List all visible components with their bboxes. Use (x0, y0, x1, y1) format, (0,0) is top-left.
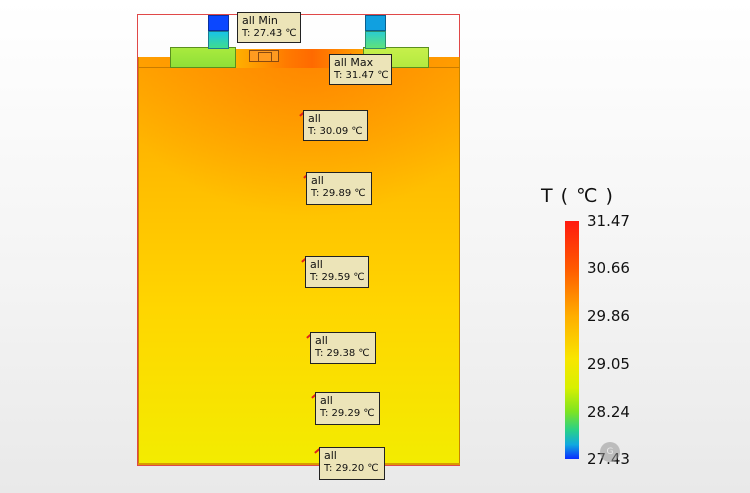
probe-name: all (311, 174, 324, 187)
probe-name: all (324, 449, 337, 462)
legend-tick-label: 28.24 (587, 403, 630, 421)
probe-name: all Max (334, 56, 374, 69)
probe-name: all (320, 394, 333, 407)
right-tab-base (365, 31, 386, 49)
right-tab-top (365, 15, 386, 31)
cell-bottom-edge (138, 463, 460, 465)
probe-temperature: T: 31.47 ℃ (334, 70, 389, 81)
legend-tick-label: 31.47 (587, 212, 630, 230)
legend-color-bar (565, 221, 579, 459)
probe-name: all (308, 112, 321, 125)
probe-label[interactable]: all Min T: 27.43 ℃ (237, 12, 301, 43)
probe-temperature: T: 27.43 ℃ (242, 28, 297, 39)
probe-name: all (310, 258, 323, 271)
probe-label[interactable]: all T: 29.20 ℃ (319, 447, 385, 480)
probe-temperature: T: 30.09 ℃ (308, 126, 363, 137)
probe-label[interactable]: all T: 30.09 ℃ (303, 110, 368, 141)
probe-temperature: T: 29.59 ℃ (310, 272, 365, 283)
probe-temperature: T: 29.38 ℃ (315, 348, 370, 359)
probe-label[interactable]: all T: 29.89 ℃ (306, 172, 372, 205)
probe-temperature: T: 29.29 ℃ (320, 408, 375, 419)
probe-label[interactable]: all T: 29.38 ℃ (310, 332, 376, 364)
legend-tick-label: 29.05 (587, 355, 630, 373)
probe-name: all (315, 334, 328, 347)
probe-temperature: T: 29.89 ℃ (311, 188, 366, 199)
probe-label[interactable]: all Max T: 31.47 ℃ (329, 54, 392, 85)
safety-vent (249, 50, 279, 62)
legend-tick-label: 30.66 (587, 259, 630, 277)
left-tab-base (208, 31, 229, 49)
overlay-badge-icon[interactable]: G (600, 442, 620, 462)
legend-tick-label: 29.86 (587, 307, 630, 325)
probe-temperature: T: 29.20 ℃ (324, 463, 379, 474)
left-tab-top (208, 15, 229, 31)
left-terminal-shoulder (170, 47, 236, 68)
legend-title: T ( ℃ ) (541, 185, 614, 207)
battery-cell-body (138, 57, 460, 465)
probe-label[interactable]: all T: 29.59 ℃ (305, 256, 369, 288)
probe-label[interactable]: all T: 29.29 ℃ (315, 392, 380, 425)
probe-name: all Min (242, 14, 278, 27)
